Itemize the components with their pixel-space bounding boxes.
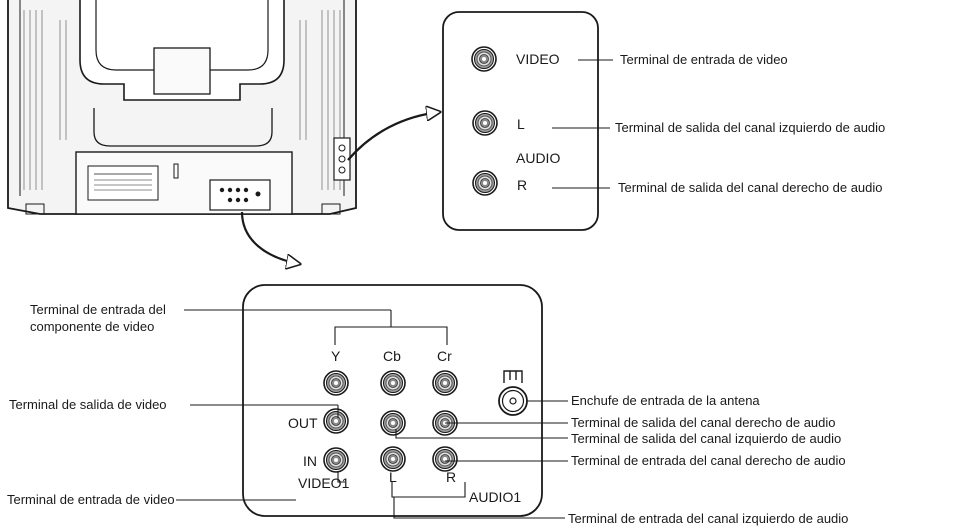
callout-side-video-in: Terminal de entrada de video bbox=[620, 52, 788, 67]
side-audio-label: AUDIO bbox=[516, 150, 561, 166]
callout-antenna: Enchufe de entrada de la antena bbox=[571, 393, 760, 408]
tv-back-illustration bbox=[7, 0, 357, 215]
callout-component-line2: componente de video bbox=[30, 319, 155, 334]
side-video-jack-icon bbox=[471, 46, 497, 72]
label-l: L bbox=[389, 469, 397, 485]
side-left-label: L bbox=[517, 116, 525, 132]
label-audio1: AUDIO1 bbox=[469, 489, 522, 505]
label-cr: Cr bbox=[437, 348, 452, 364]
side-audio-right-jack-icon bbox=[472, 170, 498, 196]
callout-video-in: Terminal de entrada de video bbox=[7, 492, 175, 507]
jack-video-in-icon bbox=[323, 447, 349, 473]
jack-cb-icon bbox=[380, 370, 406, 396]
callout-component-line1: Terminal de entrada del bbox=[30, 302, 166, 317]
side-video-label: VIDEO bbox=[516, 51, 560, 67]
label-y: Y bbox=[331, 348, 341, 364]
jack-audio-left-out-icon bbox=[380, 410, 406, 436]
side-right-label: R bbox=[517, 177, 528, 193]
jack-cr-icon bbox=[432, 370, 458, 396]
arrow-to-side-panel bbox=[347, 112, 440, 161]
callout-side-audio-left-out: Terminal de salida del canal izquierdo d… bbox=[615, 120, 886, 135]
callout-audio-right-out: Terminal de salida del canal derecho de … bbox=[571, 415, 836, 430]
label-out: OUT bbox=[288, 415, 318, 431]
jack-audio-left-in-icon bbox=[380, 446, 406, 472]
jack-video-out-icon bbox=[323, 408, 349, 434]
arrow-to-rear-panel bbox=[240, 211, 300, 264]
side-audio-left-jack-icon bbox=[472, 110, 498, 136]
label-cb: Cb bbox=[383, 348, 401, 364]
callout-video-out: Terminal de salida de video bbox=[9, 397, 167, 412]
label-video1: VIDEO1 bbox=[298, 475, 350, 491]
jack-audio-right-in-icon bbox=[432, 446, 458, 472]
label-r: R bbox=[446, 469, 457, 485]
callout-audio-left-out: Terminal de salida del canal izquierdo d… bbox=[571, 431, 842, 446]
antenna-jack-icon bbox=[498, 370, 528, 416]
callout-audio-left-in: Terminal de entrada del canal izquierdo … bbox=[568, 511, 849, 526]
callout-audio-right-in: Terminal de entrada del canal derecho de… bbox=[571, 453, 846, 468]
label-in: IN bbox=[303, 453, 317, 469]
jack-y-icon bbox=[323, 370, 349, 396]
callout-side-audio-right-out: Terminal de salida del canal derecho de … bbox=[618, 180, 883, 195]
